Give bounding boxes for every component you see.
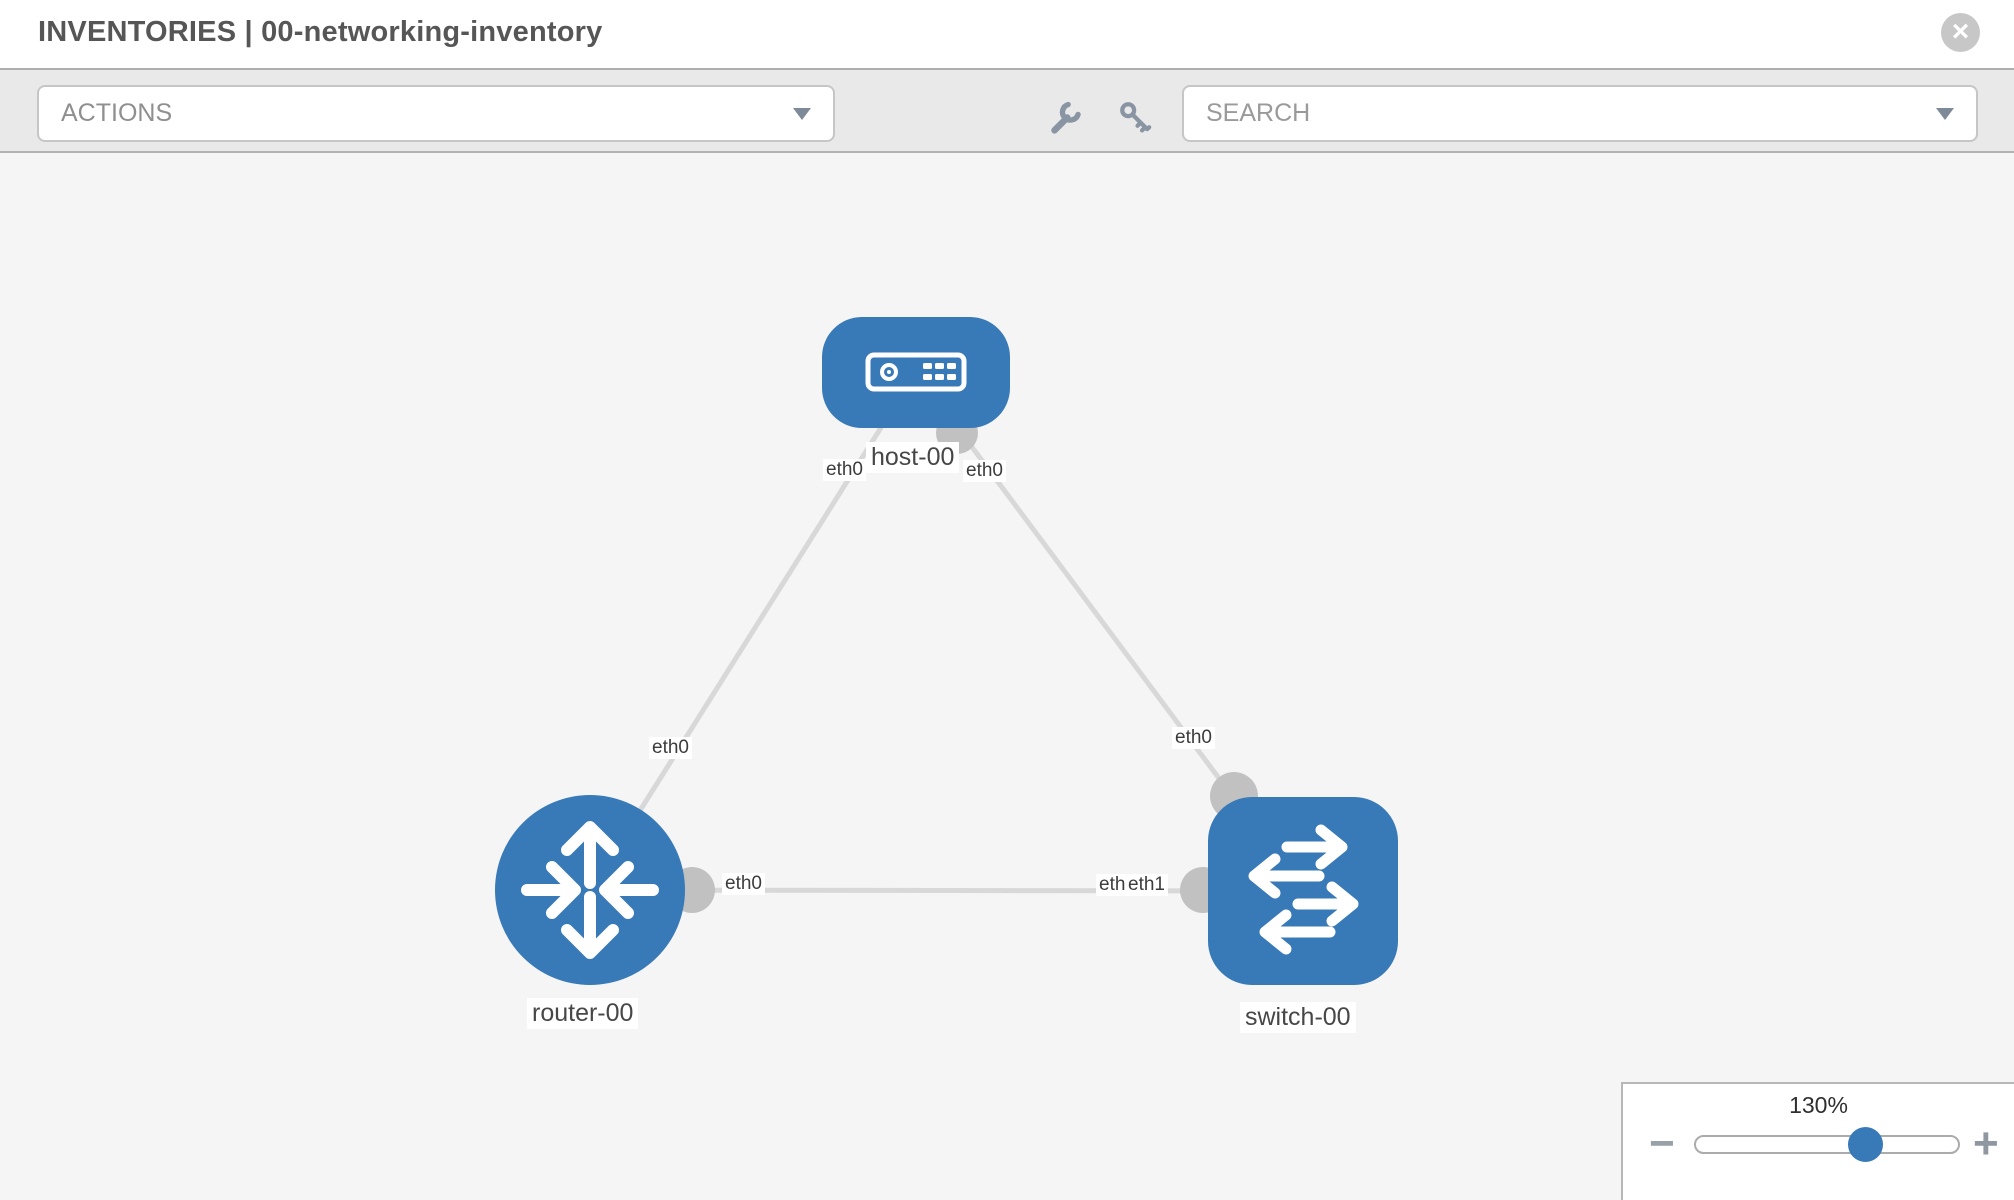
node-switch-00[interactable] [1208,797,1398,985]
interface-label: eth0 [722,873,765,895]
key-icon[interactable] [1118,100,1152,134]
router-icon [521,821,659,959]
chevron-down-icon [793,107,811,120]
zoom-in-button[interactable]: + [1973,1119,1999,1168]
chevron-down-icon [1936,107,1954,120]
link-host-router[interactable] [587,370,919,892]
zoom-panel: 130% − + [1621,1082,2014,1200]
header: INVENTORIES | 00-networking-inventory × [0,0,2014,68]
node-router-00[interactable] [495,795,685,985]
node-host-00[interactable] [822,317,1010,428]
interface-label: eth0 [823,459,866,481]
interface-label: eth1 [1125,874,1168,896]
links-layer [587,370,1306,913]
interface-label: eth0 [649,737,692,759]
switch-icon [1248,824,1359,955]
wrench-icon[interactable] [1048,100,1082,134]
zoom-slider-track[interactable] [1694,1135,1960,1154]
interface-label: eth0 [1172,727,1215,749]
zoom-slider-thumb[interactable] [1848,1127,1883,1162]
node-label-host: host-00 [866,442,960,473]
zoom-out-button[interactable]: − [1649,1119,1675,1168]
actions-dropdown[interactable]: ACTIONS [37,85,835,142]
close-button[interactable]: × [1941,13,1980,52]
zoom-level: 130% [1789,1092,1848,1118]
toolbar: ACTIONS SEARCH [0,68,2014,153]
interface-label: eth0 [963,460,1006,482]
close-icon: × [1951,15,1970,48]
page-title: INVENTORIES | 00-networking-inventory [38,16,603,48]
search-dropdown[interactable]: SEARCH [1182,85,1978,142]
topology-canvas[interactable]: host-00 router-00 switch-00 eth0 eth0 et… [0,153,2014,1200]
host-icon [865,352,967,392]
search-label: SEARCH [1206,99,1311,127]
node-label-router: router-00 [527,998,639,1029]
actions-label: ACTIONS [61,99,173,127]
node-label-switch: switch-00 [1240,1002,1356,1033]
